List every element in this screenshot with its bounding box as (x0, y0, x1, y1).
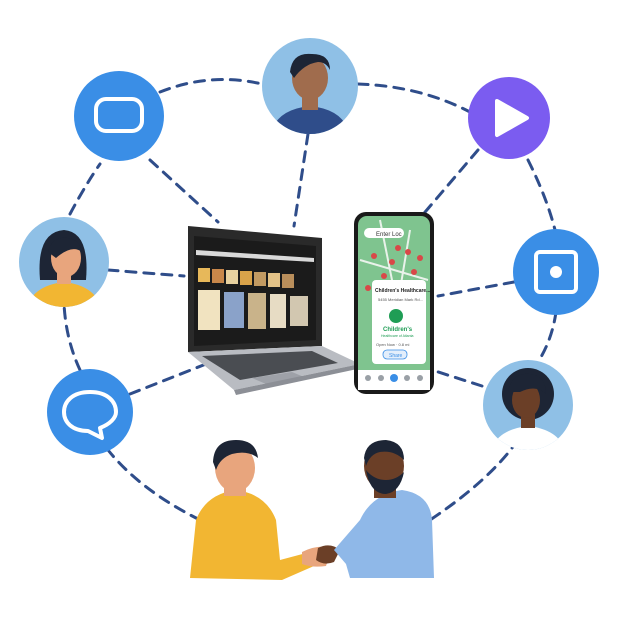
nav-map-icon[interactable] (390, 374, 398, 382)
nav-home-icon[interactable] (365, 375, 371, 381)
node-left-lower (47, 369, 133, 455)
nav-bookmark-icon[interactable] (404, 375, 410, 381)
popup-share-label: Share (389, 353, 403, 359)
connector-spokes (106, 132, 516, 396)
nav-menu-icon[interactable] (417, 375, 423, 381)
connector-ring (62, 78, 558, 522)
person-right (334, 440, 434, 578)
connector-spoke (148, 158, 220, 224)
connector-arc (106, 448, 202, 522)
connector-spoke (436, 280, 516, 298)
phone-search-text: Enter Loc (376, 232, 402, 238)
popup-detail: Open Now · 0.8 mi (376, 342, 409, 347)
connector-spoke (418, 148, 480, 220)
connector-arc (428, 438, 520, 522)
laptop (188, 226, 362, 395)
childrens-logo-icon (389, 309, 403, 323)
connector-arc (158, 78, 264, 94)
connector-spoke (128, 362, 208, 396)
connector-arc (62, 302, 82, 372)
rounded-rectangle-icon (94, 97, 144, 133)
connector-spoke (106, 268, 186, 278)
play-icon (495, 99, 529, 137)
node-top-left (74, 71, 164, 161)
chat-bubble-icon (62, 390, 118, 440)
map-pins (365, 245, 423, 291)
node-top-right (468, 77, 550, 159)
phone: Enter Loc Children's Healthcare... 5455 … (354, 212, 434, 394)
handshake-people (190, 440, 434, 580)
avatar-top-man (262, 38, 358, 134)
phone-search-bar[interactable] (364, 228, 404, 238)
laptop-keyboard (202, 351, 338, 380)
connector-arc (68, 162, 102, 216)
square-dot-icon (534, 250, 578, 294)
connector-spoke (430, 368, 484, 388)
nav-list-icon[interactable] (378, 375, 384, 381)
logo-line2: Healthcare of Atlanta (381, 334, 414, 338)
laptop-thumbnails (198, 268, 308, 330)
avatar-left-woman (19, 217, 109, 307)
node-right (513, 229, 599, 315)
person-left (190, 440, 314, 580)
connector-spoke (292, 132, 310, 228)
connector-arc (536, 310, 558, 364)
connector-arc (526, 158, 558, 236)
laptop-trackpad (252, 372, 304, 384)
popup-title: Children's Healthcare... (375, 288, 431, 294)
popup-share-button[interactable] (382, 349, 408, 360)
connector-arc (356, 82, 472, 114)
popup-address: 5455 Meridian Mark Rd... (378, 297, 423, 302)
avatar-right-woman (483, 360, 573, 450)
logo-line1: Children's (383, 327, 413, 333)
